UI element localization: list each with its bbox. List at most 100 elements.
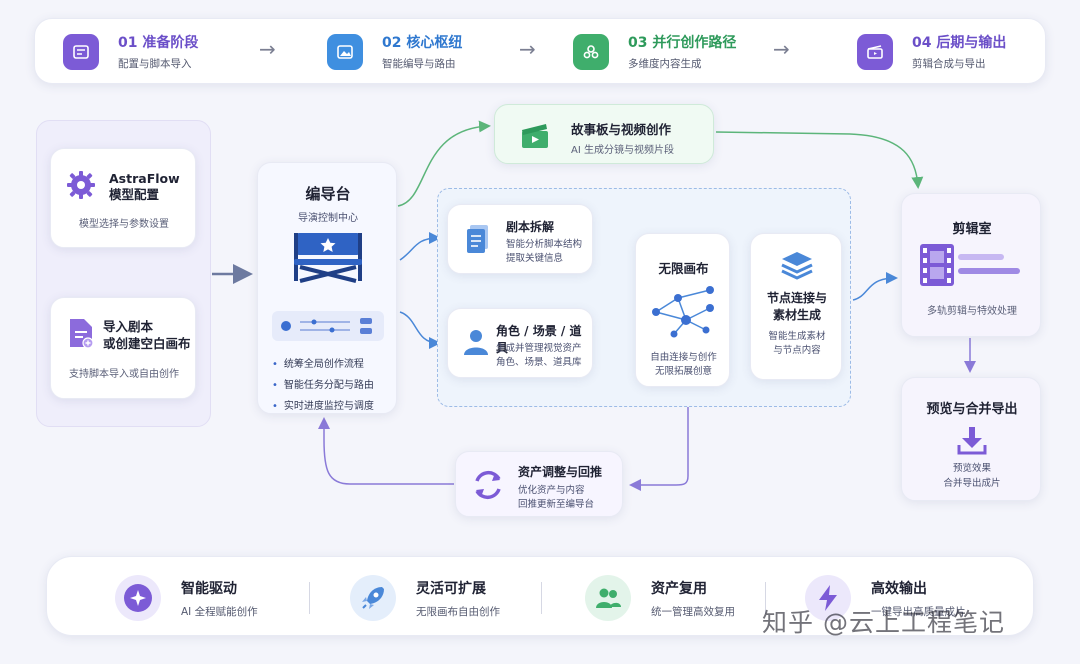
arrow-asset-adjust-to-director (318, 417, 454, 485)
director-bullets: 统筹全局创作流程 智能任务分配与路由 实时进度监控与调度 (272, 355, 374, 418)
feature-sub: 一键导出高质量成片 (871, 605, 966, 618)
canvas-line1: 自由连接与创作 (650, 352, 717, 363)
feature-title: 高效输出 (871, 580, 927, 597)
import-title1: 导入剧本 (103, 319, 154, 334)
breakdown-title: 剧本拆解 (506, 220, 555, 234)
image-icon (327, 33, 363, 70)
feature-sub: 无限画布自由创作 (416, 605, 500, 618)
document-icon (67, 317, 95, 353)
stage-core: 02 核心枢纽 智能编导与路由 (327, 32, 462, 71)
editing-room-card[interactable]: 剪辑室 多轨剪辑与特效处理 (901, 193, 1041, 337)
director-title: 编导台 (305, 185, 351, 203)
stage-subtitle: 多维度内容生成 (628, 58, 702, 70)
stage-title: 04 后期与输出 (912, 35, 1007, 51)
arrow-director-to-storyboard (397, 120, 491, 207)
layers-icon (780, 250, 814, 286)
feature-output: 高效输出 一键导出高质量成片 (805, 575, 966, 621)
director-chair-icon (286, 231, 370, 287)
arrow-canvas-to-asset-adjust (629, 388, 689, 491)
arrow-canvas-group-to-editing (852, 272, 898, 301)
characters-line2: 角色、场景、道具库 (496, 357, 582, 368)
asset-adjust-line2: 回推更新至编导台 (518, 499, 595, 510)
feature-sub: AI 全程赋能创作 (181, 605, 258, 618)
storyboard-card[interactable]: 故事板与视频创作 AI 生成分镜与视频片段 (494, 104, 714, 164)
export-card[interactable]: 预览与合并导出 预览效果 合并导出成片 (901, 377, 1041, 501)
asset-adjust-line1: 优化资产与内容 (518, 485, 585, 496)
feature-reuse: 资产复用 统一管理高效复用 (585, 575, 735, 621)
director-bullet: 统筹全局创作流程 (272, 355, 374, 370)
feature-title: 灵活可扩展 (416, 580, 486, 597)
stage-arrow: → (519, 37, 536, 61)
editing-title: 剪辑室 (952, 222, 992, 237)
feature-divider (309, 582, 310, 614)
import-sub: 支持脚本导入或自由创作 (69, 369, 179, 380)
feature-title: 智能驱动 (181, 580, 237, 597)
rocket-icon (350, 575, 396, 621)
nodes-title1: 节点连接与 (766, 291, 827, 305)
node-generation-card[interactable]: 节点连接与 素材生成 智能生成素材 与节点内容 (750, 233, 842, 380)
infinite-canvas-card[interactable]: 无限画布 自由连接与创作 无限拓展创意 (635, 233, 730, 387)
sparkle-icon (115, 575, 161, 621)
asset-adjust-card[interactable]: 资产调整与回推 优化资产与内容 回推更新至编导台 (455, 451, 623, 517)
stage-title: 01 准备阶段 (118, 35, 199, 51)
features-bar: 智能驱动 AI 全程赋能创作 灵活可扩展 无限画布自由创作 资产复用 统一管理高… (46, 556, 1034, 636)
export-line2: 合并导出成片 (943, 478, 1001, 489)
clapper-board-icon (519, 119, 551, 155)
import-script-card[interactable]: 导入剧本 或创建空白画布 支持脚本导入或自由创作 (50, 297, 196, 399)
stage-post: 04 后期与输出 剪辑合成与导出 (857, 32, 1006, 71)
arrow-director-to-characters (399, 311, 441, 349)
stage-arrow: → (259, 37, 276, 61)
export-title: 预览与合并导出 (926, 402, 1018, 417)
canvas-title: 无限画布 (658, 261, 709, 276)
stage-title: 03 并行创作路径 (628, 35, 737, 51)
characters-title: 角色 / 场景 / 道具 (496, 324, 582, 355)
users-icon (585, 575, 631, 621)
arrow-director-to-breakdown (399, 232, 441, 261)
feature-sub: 统一管理高效复用 (651, 605, 735, 618)
gear-icon (65, 169, 97, 205)
storyboard-sub: AI 生成分镜与视频片段 (571, 145, 674, 156)
director-bullet: 智能任务分配与路由 (272, 376, 374, 391)
stage-subtitle: 配置与脚本导入 (118, 58, 192, 70)
control-panel-icon (272, 311, 384, 341)
model-config-card[interactable]: AstraFlow 模型配置 模型选择与参数设置 (50, 148, 196, 248)
characters-line1: 生成并管理视觉资产 (496, 343, 582, 354)
stage-prep: 01 准备阶段 配置与脚本导入 (63, 32, 198, 71)
breakdown-line2: 提取关键信息 (506, 253, 564, 264)
stage-arrow: → (773, 37, 790, 61)
export-line1: 预览效果 (952, 463, 991, 474)
download-icon (956, 425, 988, 459)
feature-divider (541, 582, 542, 614)
stage-title: 02 核心枢纽 (382, 35, 463, 51)
film-timeline-icon (920, 242, 1024, 292)
model-config-title2: 模型配置 (109, 187, 160, 202)
nodes-title2: 素材生成 (772, 308, 821, 322)
sync-icon (470, 467, 506, 507)
feature-divider (765, 582, 766, 614)
stage-subtitle: 智能编导与路由 (382, 58, 456, 70)
user-icon (462, 327, 490, 361)
editing-sub: 多轨剪辑与特效处理 (927, 306, 1017, 317)
import-title2: 或创建空白画布 (103, 336, 191, 351)
clapper-icon (857, 33, 893, 70)
arrow-storyboard-to-editing (715, 131, 924, 189)
director-sub: 导演控制中心 (298, 213, 358, 224)
file-text-icon (464, 223, 492, 259)
nodes-line1: 智能生成素材 (768, 331, 826, 342)
director-card[interactable]: 编导台 导演控制中心 统筹全局创作流程 智能任务分配与路由 实时进度监控与调度 (257, 162, 397, 414)
script-breakdown-card[interactable]: 剧本拆解 智能分析脚本结构 提取关键信息 (447, 204, 593, 274)
nodes-line2: 与节点内容 (773, 345, 821, 356)
canvas-line2: 无限拓展创意 (654, 366, 712, 377)
stage-subtitle: 剪辑合成与导出 (912, 58, 986, 70)
characters-card[interactable]: 角色 / 场景 / 道具 生成并管理视觉资产 角色、场景、道具库 (447, 308, 593, 378)
model-config-sub: 模型选择与参数设置 (79, 219, 169, 230)
asset-adjust-title: 资产调整与回推 (518, 465, 603, 479)
breakdown-line1: 智能分析脚本结构 (506, 239, 583, 250)
feature-title: 资产复用 (651, 580, 707, 597)
people-icon (573, 33, 609, 70)
feature-smart: 智能驱动 AI 全程赋能创作 (115, 575, 258, 621)
stage-bar: 01 准备阶段 配置与脚本导入 → 02 核心枢纽 智能编导与路由 → 03 并… (34, 18, 1046, 84)
storyboard-title: 故事板与视频创作 (571, 122, 672, 137)
model-config-title1: AstraFlow (109, 171, 180, 186)
